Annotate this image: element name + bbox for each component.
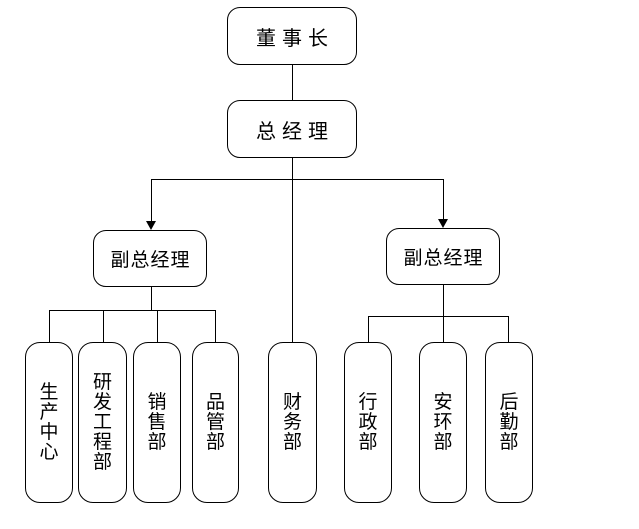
node-label: 财务部 — [283, 391, 303, 453]
connector-drop-production — [49, 310, 50, 342]
connector-gm-finance — [292, 158, 293, 342]
node-dept-sales: 销售部 — [133, 342, 181, 503]
node-dept-production-center: 生产中心 — [25, 342, 73, 503]
node-label: 董事长 — [256, 27, 334, 50]
connector-deputy-right-stem — [443, 285, 444, 316]
node-label: 安环部 — [433, 391, 453, 453]
node-label: 销售部 — [147, 391, 167, 453]
connector-gm-deputies-rail — [151, 179, 444, 180]
node-dept-logistics: 后勤部 — [485, 342, 533, 503]
node-label: 总经理 — [256, 120, 334, 143]
connector-drop-logistics — [508, 316, 509, 342]
node-deputy-gm-left: 副总经理 — [93, 230, 207, 287]
node-deputy-gm-right: 副总经理 — [386, 228, 500, 285]
connector-drop-admin — [368, 316, 369, 342]
node-dept-finance: 财务部 — [268, 342, 317, 503]
node-label: 行政部 — [358, 391, 378, 453]
arrowhead-down-icon — [146, 221, 156, 230]
connector-drop-deputy-left — [151, 179, 152, 223]
node-label: 生产中心 — [39, 381, 59, 463]
connector-right-rail — [368, 316, 509, 317]
connector-deputy-left-stem — [151, 287, 152, 310]
node-dept-admin: 行政部 — [344, 342, 392, 503]
connector-drop-rd — [103, 310, 104, 342]
node-chairman: 董事长 — [227, 7, 357, 65]
connector-drop-safety — [443, 316, 444, 342]
node-label: 副总经理 — [403, 248, 484, 269]
node-dept-rd-engineering: 研发工程部 — [78, 342, 127, 503]
connector-drop-sales — [157, 310, 158, 342]
node-label: 副总经理 — [110, 250, 191, 271]
node-dept-safety-environment: 安环部 — [419, 342, 467, 503]
connector-drop-quality — [215, 310, 216, 342]
node-label: 后勤部 — [499, 391, 519, 453]
arrowhead-down-icon — [438, 219, 448, 228]
node-general-manager: 总经理 — [227, 100, 357, 158]
connector-chairman-gm — [292, 65, 293, 100]
connector-left-rail — [49, 310, 216, 311]
node-label: 品管部 — [206, 391, 226, 453]
node-label: 研发工程部 — [93, 371, 113, 473]
node-dept-quality-control: 品管部 — [192, 342, 239, 503]
connector-drop-deputy-right — [443, 179, 444, 221]
